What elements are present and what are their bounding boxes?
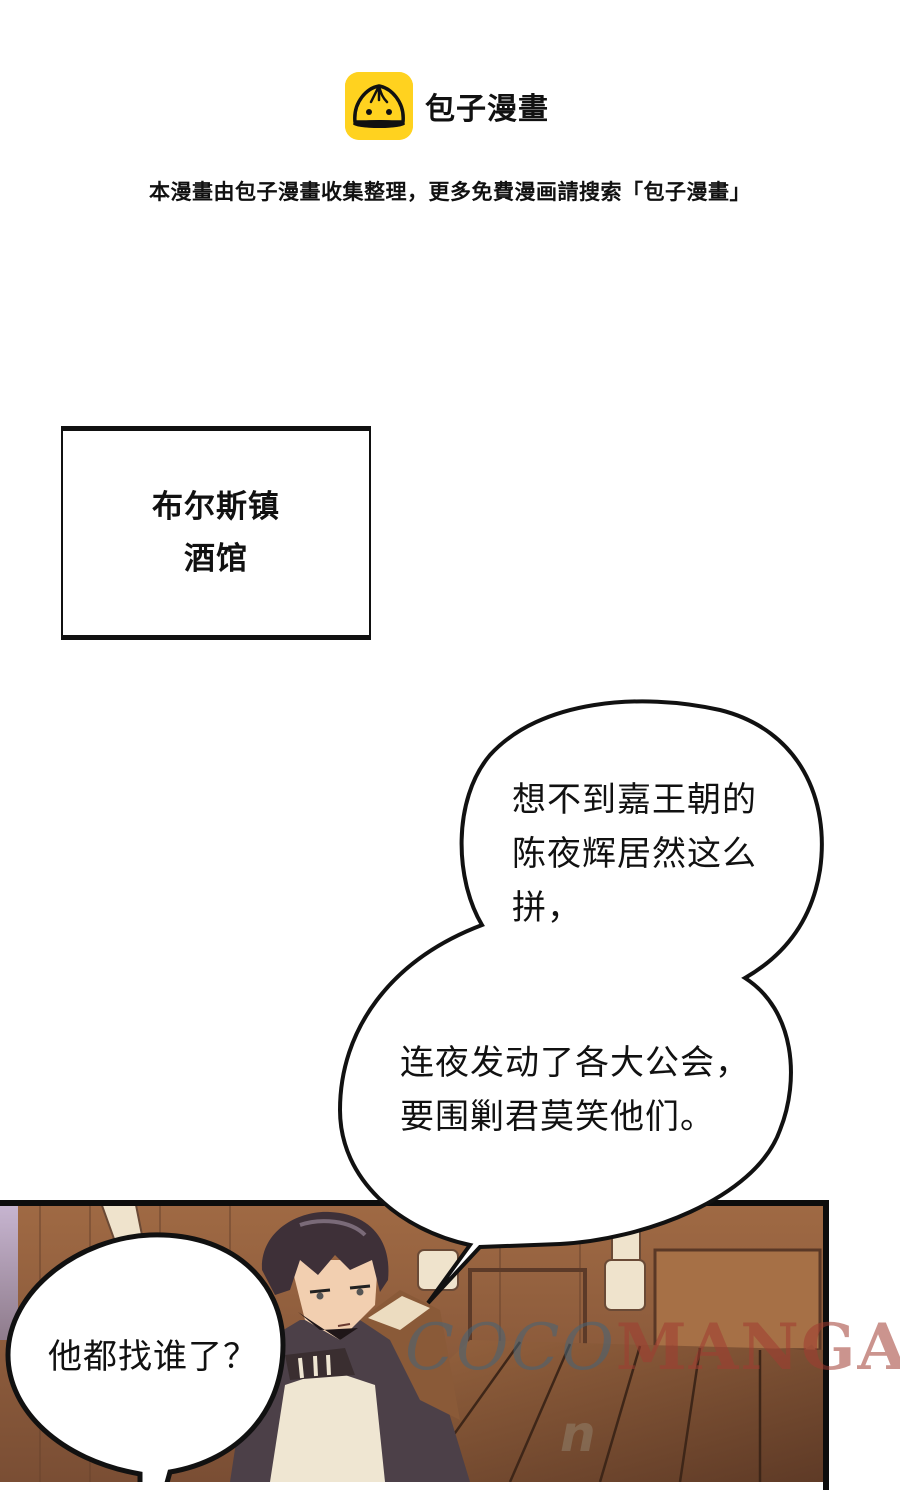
bubble-2-line-2: 要围剿君莫笑他们。: [400, 1097, 715, 1137]
steamed-bun-icon: [345, 72, 413, 140]
location-caption: 布尔斯镇 酒馆: [61, 426, 371, 640]
caption-line-tavern: 酒馆: [184, 541, 248, 577]
source-notice: 本漫畫由包子漫畫收集整理，更多免費漫画請搜索「包子漫畫」: [149, 180, 751, 204]
bubble-2-line-1: 连夜发动了各大公会，: [400, 1043, 750, 1083]
speech-bubble-3: 他都找谁了？: [48, 1330, 288, 1384]
bubble-3-line-1: 他都找谁了？: [48, 1337, 258, 1377]
bubble-1-line-3: 拼，: [512, 888, 582, 928]
site-logo[interactable]: 包子漫畫: [345, 72, 549, 140]
speech-bubble-2: 连夜发动了各大公会， 要围剿君莫笑他们。: [400, 1036, 790, 1144]
bubble-1-line-1: 想不到嘉王朝的: [512, 780, 757, 820]
speech-bubble-1: 想不到嘉王朝的 陈夜辉居然这么 拼，: [512, 773, 802, 935]
bubble-1-line-2: 陈夜辉居然这么: [512, 834, 757, 874]
caption-line-town: 布尔斯镇: [152, 489, 280, 525]
logo-text: 包子漫畫: [425, 92, 549, 127]
